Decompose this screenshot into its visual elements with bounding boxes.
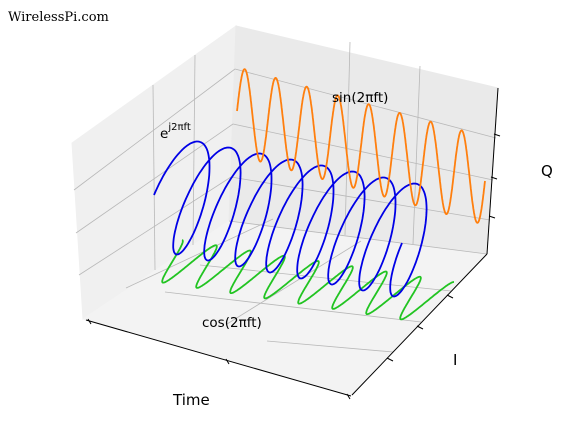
z-axis-label: Q [541,162,553,180]
time-tick [87,318,92,325]
grid-line [226,240,362,325]
watermark: WirelessPi.com [8,10,109,25]
annotation-exp-exponent: j2πft [167,122,191,133]
q-axis-line [486,87,499,255]
grid-line [266,340,394,353]
time-axis-line [85,319,352,397]
annotation-exp: ej2πft [160,122,191,142]
grid-line [234,68,497,139]
grid-line [344,41,351,236]
series-exp-line [153,140,428,298]
q-tick [493,133,501,137]
q-tick [488,215,496,219]
series-sin-line [236,68,486,224]
i-axis-line [351,253,488,396]
axes [85,87,501,400]
annotation-exp-base: e [160,126,168,142]
annotation-cos: cos(2πft) [202,315,262,331]
i-tick [386,357,394,362]
grid-line [164,291,422,323]
series-cos-line [161,239,455,321]
y-axis-label: I [453,351,457,369]
i-tick [446,294,454,299]
q-tick [490,176,498,180]
grid-line [232,123,494,181]
x-axis-label: Time [172,391,210,409]
time-tick [346,393,351,400]
grid-line [75,123,234,234]
grid-line [192,54,196,246]
grid-line [73,68,236,191]
time-tick [225,358,230,365]
grid-line [125,218,274,289]
grid-line [152,84,156,271]
i-tick [416,325,424,330]
annotation-sin: sin(2πft) [332,90,388,106]
grid-line [412,65,421,245]
